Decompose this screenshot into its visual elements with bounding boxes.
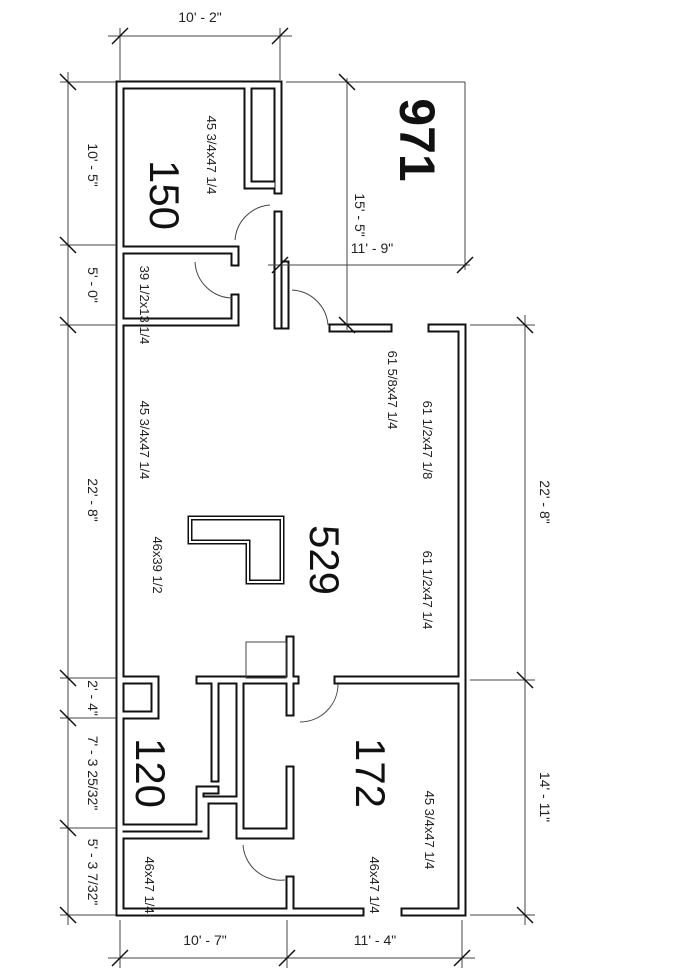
room-120: 120 <box>127 738 174 808</box>
window-label: 61 1/2x47 1/4 <box>420 551 435 630</box>
dim-right-1: 22' - 8" <box>537 480 553 523</box>
wall <box>121 787 218 831</box>
wall-fill <box>117 82 465 915</box>
dim-left-2: 5' - 0" <box>85 267 101 303</box>
room-971: 971 <box>389 98 445 181</box>
dim-inner-horizontal: 11' - 9" <box>351 240 393 256</box>
wall <box>245 85 275 188</box>
wall <box>117 82 363 915</box>
window-label: 39 1/2x13 1/4 <box>137 266 152 345</box>
room-529: 529 <box>301 525 348 595</box>
dim-bottom-2: 11' - 4" <box>354 932 396 948</box>
window-label: 61 5/8x47 1/4 <box>385 351 400 430</box>
dim-right-2: 14' - 11" <box>537 772 553 822</box>
window-label: 45 3/4x47 1/4 <box>422 791 437 870</box>
wall <box>121 677 158 718</box>
wall <box>119 675 160 720</box>
dimension-ticks <box>59 27 534 967</box>
dim-left-6: 5' - 3 7/32" <box>85 839 101 906</box>
wall <box>237 677 293 835</box>
wall <box>121 295 238 325</box>
wall <box>235 675 295 837</box>
room-150: 150 <box>141 160 188 230</box>
dim-inner-vertical: 15' - 5" <box>352 193 368 236</box>
dim-left-3: 22' - 8" <box>85 478 101 521</box>
dim-top: 10' - 2" <box>178 9 221 25</box>
wall <box>429 325 465 683</box>
window-label: 46x47 1/4 <box>142 856 157 913</box>
wall <box>427 323 467 685</box>
room-labels: 971 150 529 120 172 <box>127 98 445 808</box>
window-label: 45 3/4x47 1/4 <box>204 116 219 195</box>
window-label: 61 1/2x47 1/8 <box>420 401 435 480</box>
dimension-labels: 10' - 2" 10' - 5" 5' - 0" 22' - 8" 2' - … <box>85 9 553 948</box>
room-172: 172 <box>347 738 394 808</box>
dim-bottom-1: 10' - 7" <box>183 932 226 948</box>
dim-left-1: 10' - 5" <box>85 143 101 186</box>
window-label: 46x47 1/4 <box>367 856 382 913</box>
kitchen-counter <box>187 515 285 585</box>
wall <box>121 247 238 265</box>
wall <box>243 83 277 190</box>
wall <box>117 82 281 193</box>
dim-left-5: 7' - 3 25/32" <box>85 736 101 811</box>
wall <box>402 677 465 915</box>
doors <box>194 204 339 881</box>
wall <box>121 797 293 838</box>
window-labels: 45 3/4x47 1/4 39 1/2x13 1/4 45 3/4x47 1/… <box>137 116 437 914</box>
window-label: 45 3/4x47 1/4 <box>137 401 152 480</box>
dim-left-4: 2' - 4" <box>85 680 101 716</box>
window-label: 46x39 1/2 <box>150 536 165 593</box>
